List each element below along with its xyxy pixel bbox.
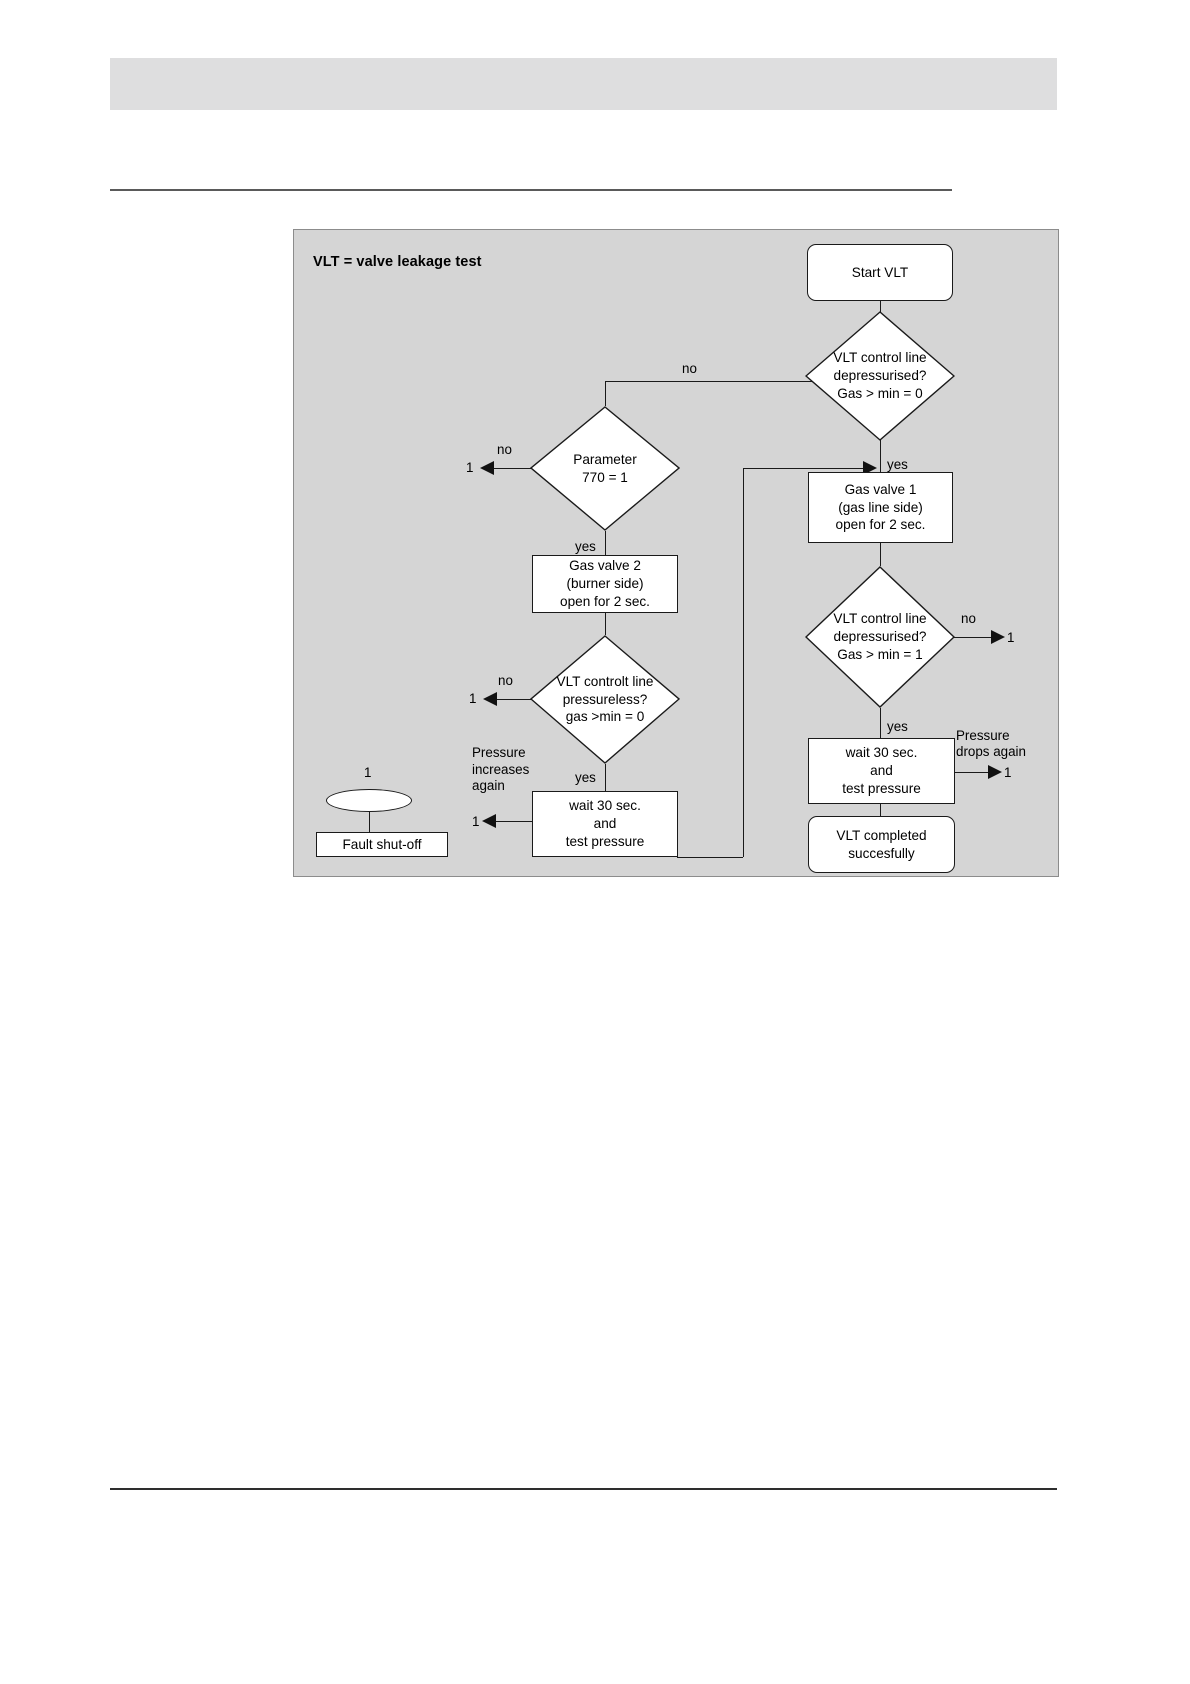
pressure-increases-line2: increases — [472, 761, 530, 777]
edge-label-pressure-increases-again: Pressure increases again — [472, 745, 554, 795]
node-wait2-line3: test pressure — [565, 833, 645, 849]
diamond-shape-1 — [805, 311, 955, 441]
node-wait1-line2: and — [870, 763, 893, 779]
node-gas-valve-2[interactable]: Gas valve 2 (burner side) open for 2 sec… — [532, 555, 678, 613]
node-wait2-line2: and — [593, 816, 617, 832]
edge-label-param770-no: no — [497, 442, 512, 457]
edge-label-dec2-no: no — [961, 611, 976, 626]
edge-dec3-no-horizontal — [497, 699, 540, 700]
edge-wait2-return-into-yes — [743, 468, 863, 469]
edge-label-param770-yes: yes — [575, 539, 596, 554]
node-gas-valve-2-line2: (burner side) — [566, 576, 644, 592]
node-wait-30-sec-left[interactable]: wait 30 sec. and test pressure — [532, 791, 678, 857]
page-header-bar — [110, 58, 1057, 110]
edge-label-dec1-yes: yes — [887, 457, 908, 472]
node-decision-vlt-control-line-1[interactable]: VLT control line depressurised? Gas > mi… — [805, 566, 955, 708]
node-wait2-line1: wait 30 sec. — [569, 798, 641, 814]
pressure-drops-line1: Pressure — [956, 728, 1010, 743]
edge-dec3-yes-vertical — [605, 764, 606, 791]
node-start-vlt-line1: Start — [851, 264, 881, 280]
node-complete-line2: completed — [863, 827, 927, 843]
arrowhead-param770-no — [480, 461, 494, 475]
edge-dec1-no-vertical — [605, 381, 606, 406]
node-fault-shut-off[interactable]: Fault shut-off — [316, 832, 448, 857]
edge-param770-yes-vertical — [605, 531, 606, 555]
node-start-vlt-line2: VLT — [884, 264, 909, 280]
edge-connector1-to-fault — [369, 805, 370, 832]
edge-param770-no-horizontal — [494, 468, 539, 469]
pressure-drops-line2: drops again — [956, 744, 1026, 760]
edge-dec1-yes-vertical — [880, 440, 881, 472]
node-complete-line1: VLT — [836, 827, 861, 843]
node-wait1-line3: test pressure — [842, 780, 921, 796]
edge-wait1-to-complete — [880, 804, 881, 816]
node-gas-valve-1-line3: open for 2 sec. — [835, 517, 926, 533]
edge-dec2-no-horizontal — [951, 637, 991, 638]
edge-wait2-return-horizontal — [677, 857, 743, 858]
edge-dec1-no-horizontal — [605, 381, 840, 382]
node-decision-parameter-770[interactable]: Parameter 770 = 1 — [530, 406, 680, 531]
flowchart-legend-title: VLT = valve leakage test — [313, 254, 482, 270]
node-gas-valve-1-line2: (gas line side) — [838, 499, 923, 515]
node-wait-30-sec-right[interactable]: wait 30 sec. and test pressure — [808, 738, 955, 804]
diamond-shape-4 — [530, 635, 680, 764]
connector-number-dec3-no: 1 — [469, 691, 477, 706]
edge-wait1-pressure-drops-horizontal — [954, 772, 988, 773]
node-fault-line1: Fault shut-off — [342, 836, 422, 852]
diamond-shape-3 — [530, 406, 680, 531]
pressure-increases-line3: again — [472, 778, 505, 794]
connector-ellipse-number: 1 — [364, 765, 372, 780]
node-wait1-line1: wait 30 sec. — [845, 745, 918, 761]
arrowhead-dec1-yes-join — [863, 461, 877, 475]
edge-wait2-pressure-increases-horizontal — [496, 821, 532, 822]
edge-wait2-return-vertical-up — [743, 468, 744, 857]
edge-label-dec2-yes: yes — [887, 719, 908, 734]
connector-number-pressure-drops: 1 — [1004, 765, 1012, 780]
connector-number-wait2: 1 — [472, 814, 480, 829]
arrowhead-dec3-no — [483, 692, 497, 706]
edge-label-dec3-yes: yes — [575, 770, 596, 785]
edge-label-dec3-no: no — [498, 673, 513, 688]
edge-dec2-yes-vertical — [880, 708, 881, 738]
edge-gasvalve1-to-dec2 — [880, 543, 881, 566]
header-divider-rule — [110, 189, 952, 191]
connector-ellipse[interactable] — [326, 789, 412, 812]
footer-divider-rule — [110, 1488, 1057, 1490]
connector-number-dec2-no: 1 — [1007, 630, 1015, 645]
arrowhead-wait2-pressure-increases — [482, 814, 496, 828]
node-start-vlt[interactable]: Start VLT — [807, 244, 953, 301]
diamond-shape-2 — [805, 566, 955, 708]
node-gas-valve-2-line1: Gas valve 2 — [569, 558, 641, 574]
edge-label-pressure-drops-again: Pressure drops again — [956, 728, 1052, 761]
arrowhead-dec2-no — [991, 630, 1005, 644]
node-decision-vlt-control-line-0[interactable]: VLT control line depressurised? Gas > mi… — [805, 311, 955, 441]
pressure-increases-line1: Pressure — [472, 745, 526, 760]
edge-label-dec1-no: no — [682, 361, 697, 376]
node-gas-valve-1[interactable]: Gas valve 1 (gas line side) open for 2 s… — [808, 472, 953, 543]
node-complete-line3: succesfully — [848, 845, 915, 861]
arrowhead-wait1-pressure-drops — [988, 765, 1002, 779]
node-gas-valve-1-line1: Gas valve 1 — [844, 481, 917, 497]
edge-gasvalve2-to-dec3 — [605, 613, 606, 635]
connector-number-param770-no: 1 — [466, 460, 474, 475]
flowchart-panel: VLT = valve leakage test Sta — [293, 229, 1059, 877]
node-gas-valve-2-line3: open for 2 sec. — [560, 593, 650, 609]
node-vlt-completed[interactable]: VLT completed succesfully — [808, 816, 955, 873]
